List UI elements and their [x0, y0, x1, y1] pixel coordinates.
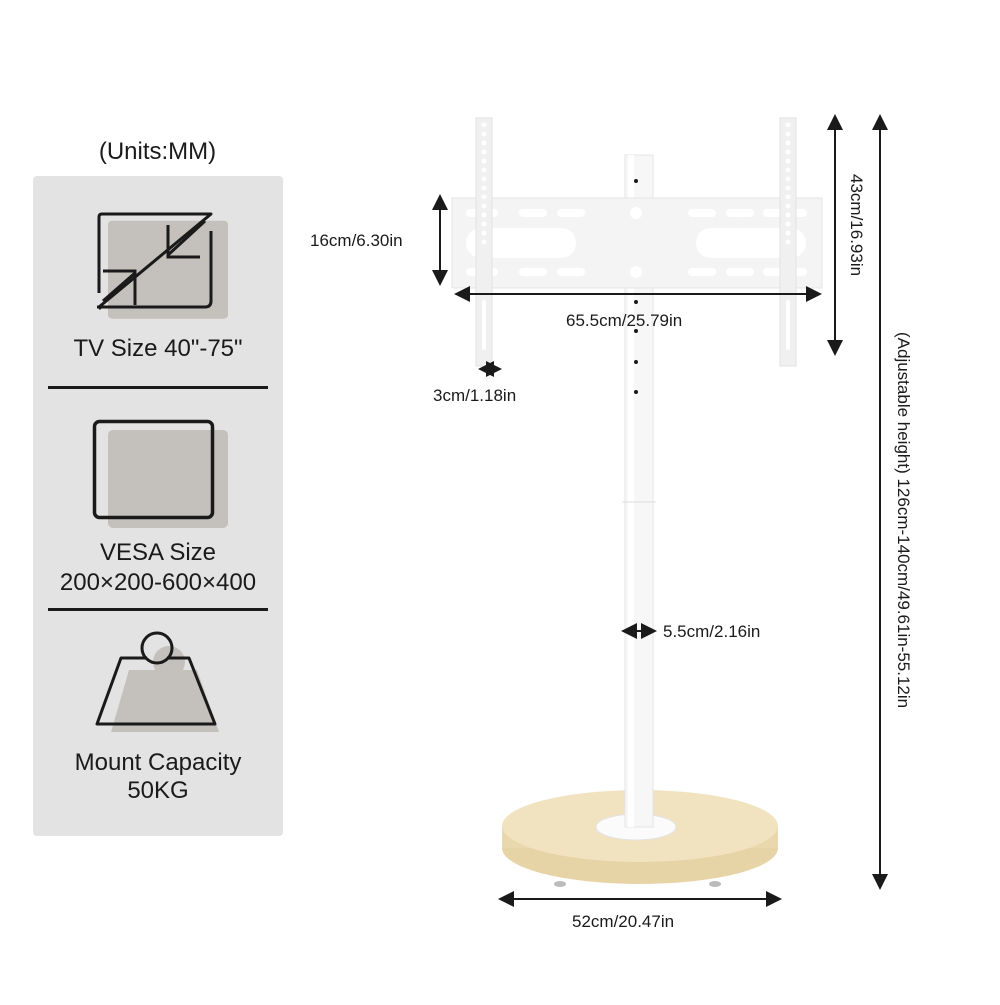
- base-diameter-label: 52cm/20.47in: [572, 912, 675, 931]
- resize-arrows-icon: [93, 209, 233, 319]
- vesa-size-value: 200×200-600×400: [59, 569, 257, 596]
- weight-icon: [93, 628, 233, 743]
- mount-arms: [475, 117, 797, 367]
- capacity-label: Mount Capacity: [74, 749, 242, 776]
- divider: [48, 386, 268, 389]
- pole-diameter-label: 5.5cm/2.16in: [663, 622, 761, 641]
- tv-size-label: TV Size 40"-75": [73, 335, 243, 362]
- arm-width-label: 3cm/1.18in: [433, 386, 517, 405]
- divider: [48, 608, 268, 611]
- bracket-width-label: 65.5cm/25.79in: [566, 311, 683, 330]
- arm-height-label: 43cm/16.93in: [847, 174, 866, 277]
- feature-panel: TV Size 40"-75" VESA Size 200×200-600×40…: [33, 176, 283, 836]
- bracket-height-label: 16cm/6.30in: [310, 231, 403, 250]
- capacity-value: 50KG: [127, 777, 189, 804]
- screen-rectangle-icon: [92, 419, 233, 535]
- vesa-size-label: VESA Size: [99, 539, 217, 566]
- total-height-label: (Adjustable height) 126cm-140cm/49.61in-…: [894, 332, 913, 709]
- wooden-base: [502, 790, 778, 887]
- units-label: (Units:MM): [98, 138, 217, 165]
